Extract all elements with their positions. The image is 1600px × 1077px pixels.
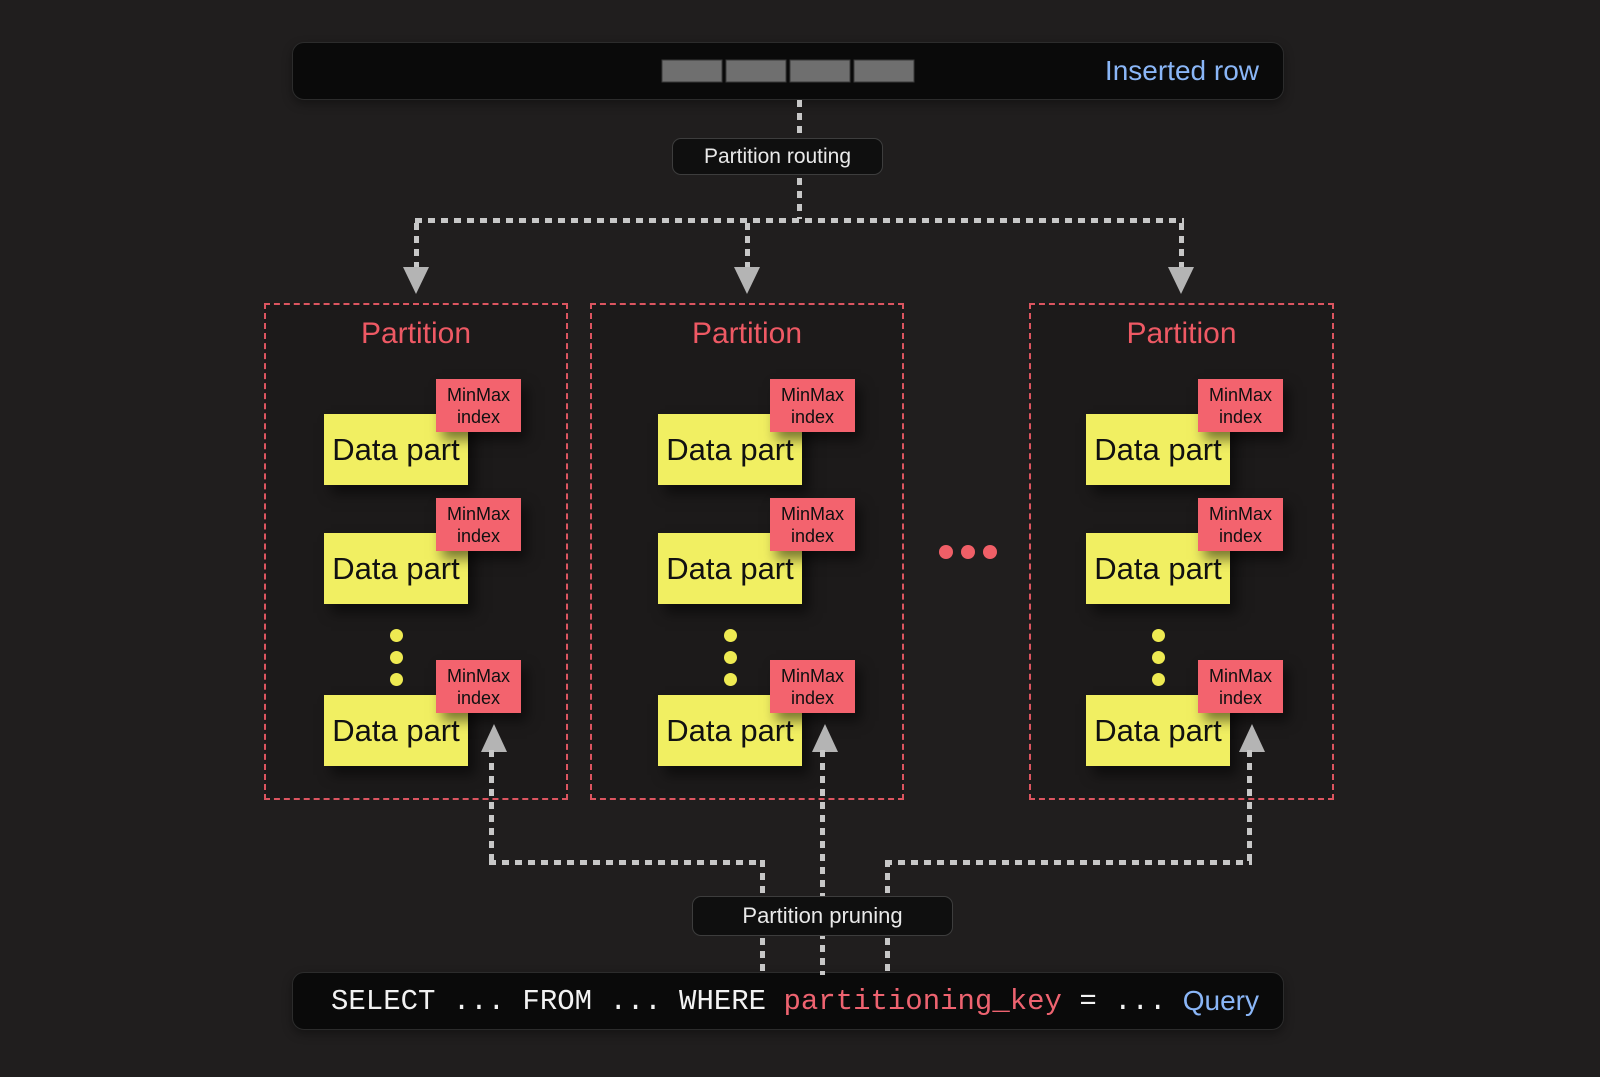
arrow-down-icon [734, 267, 760, 294]
inserted-row-bar: Inserted row [292, 42, 1284, 100]
minmax-index-tag: MinMax index [770, 660, 855, 713]
minmax-index-label: MinMax index [1208, 384, 1272, 427]
minmax-index-tag: MinMax index [1198, 660, 1283, 713]
pruning-line-right-horizontal [885, 860, 1252, 865]
minmax-index-tag: MinMax index [770, 379, 855, 432]
inserted-row-label: Inserted row [1104, 55, 1259, 86]
vertical-dots [1152, 629, 1165, 686]
query-label: Query [1182, 985, 1259, 1016]
minmax-index-label: MinMax index [446, 665, 510, 708]
pruning-label: Partition pruning [692, 896, 953, 936]
arrow-down-icon [403, 267, 429, 294]
minmax-index-label: MinMax index [1208, 665, 1272, 708]
minmax-index-label: MinMax index [446, 503, 510, 546]
routing-drop-middle [745, 223, 750, 267]
routing-drop-left [414, 223, 419, 267]
partitions-ellipsis [939, 545, 997, 559]
arrow-down-icon [1168, 267, 1194, 294]
partition-box-2: Partition MinMax index Data part MinMax … [590, 303, 904, 800]
query-bar: SELECT ... FROM ... WHERE partitioning_k… [292, 972, 1284, 1030]
minmax-index-tag: MinMax index [1198, 498, 1283, 551]
minmax-index-label: MinMax index [780, 665, 844, 708]
routing-branch-line [415, 218, 1184, 223]
arrow-up-icon [1239, 724, 1265, 752]
query-code-prefix: SELECT ... FROM ... WHERE [331, 984, 784, 1018]
minmax-index-label: MinMax index [780, 384, 844, 427]
routing-drop-right [1179, 223, 1184, 267]
row-segments [661, 59, 915, 83]
minmax-index-tag: MinMax index [436, 660, 521, 713]
query-code: SELECT ... FROM ... WHERE partitioning_k… [293, 985, 1166, 1018]
routing-label: Partition routing [672, 138, 883, 175]
pruning-line-middle [820, 750, 825, 975]
data-part-box: Data part [324, 695, 468, 766]
partition-title: Partition [1126, 317, 1237, 350]
partition-title: Partition [360, 317, 472, 350]
pruning-line-right-upper [1247, 750, 1252, 862]
pruning-line-left-upper [489, 750, 494, 862]
partition-box-3: Partition MinMax index Data part MinMax … [1029, 303, 1334, 800]
query-partitioning-key: partitioning_key [783, 984, 1062, 1018]
vertical-dots [390, 629, 403, 686]
minmax-index-label: MinMax index [446, 384, 510, 427]
minmax-index-label: MinMax index [1208, 503, 1272, 546]
minmax-index-tag: MinMax index [1198, 379, 1283, 432]
data-part-box: Data part [1086, 414, 1230, 485]
minmax-index-tag: MinMax index [436, 379, 521, 432]
minmax-index-tag: MinMax index [770, 498, 855, 551]
partition-title: Partition [691, 317, 803, 350]
query-code-suffix: = ... [1061, 984, 1167, 1018]
pruning-line-left-horizontal [489, 860, 765, 865]
arrow-up-icon [481, 724, 507, 752]
arrow-up-icon [812, 724, 838, 752]
minmax-index-tag: MinMax index [436, 498, 521, 551]
vertical-dots [724, 629, 737, 686]
minmax-index-label: MinMax index [780, 503, 844, 546]
partition-box-1: Partition MinMax index Data part MinMax … [264, 303, 568, 800]
